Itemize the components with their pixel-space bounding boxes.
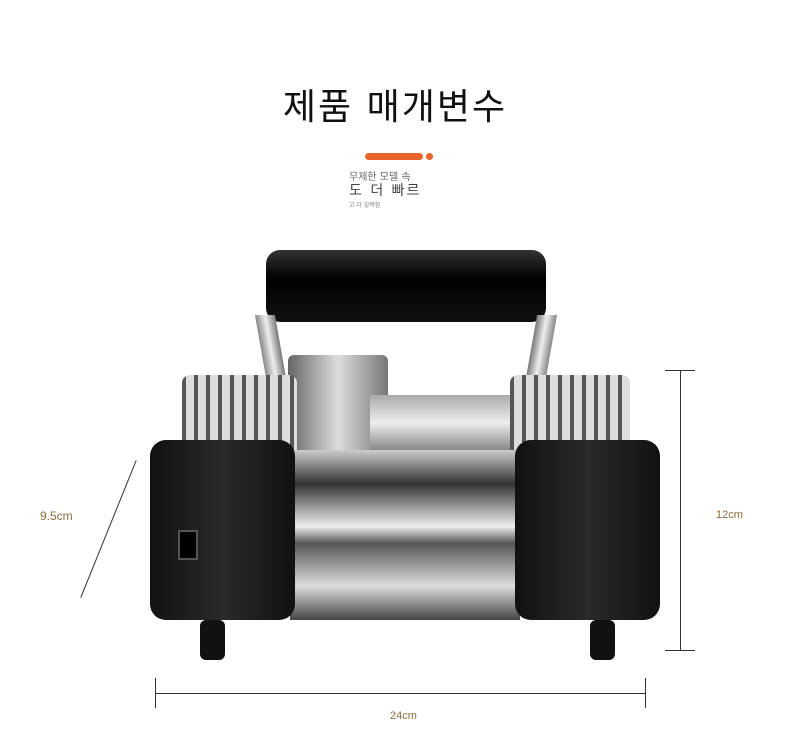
- width-label: 24cm: [390, 710, 417, 722]
- page-title: 제품 매개변수: [282, 87, 508, 128]
- power-switch: [178, 530, 198, 560]
- accent-dot: [426, 153, 433, 160]
- accent-bar: [365, 153, 423, 160]
- width-tick-left: [155, 678, 156, 708]
- width-dimension-line: [155, 693, 645, 694]
- subtitle-line2: 도 더 빠르: [349, 183, 422, 199]
- height-dimension-line: [680, 370, 681, 650]
- subtitle-line1: 무제한 모델 속: [349, 172, 411, 183]
- depth-dimension-line: [80, 460, 137, 598]
- height-label: 12cm: [716, 509, 743, 521]
- height-tick-bottom: [665, 650, 695, 651]
- depth-label: 9.5cm: [40, 509, 73, 523]
- height-tick-top: [665, 370, 695, 371]
- width-tick-right: [645, 678, 646, 708]
- subtitle-line3: 고 더 강력함: [349, 202, 381, 209]
